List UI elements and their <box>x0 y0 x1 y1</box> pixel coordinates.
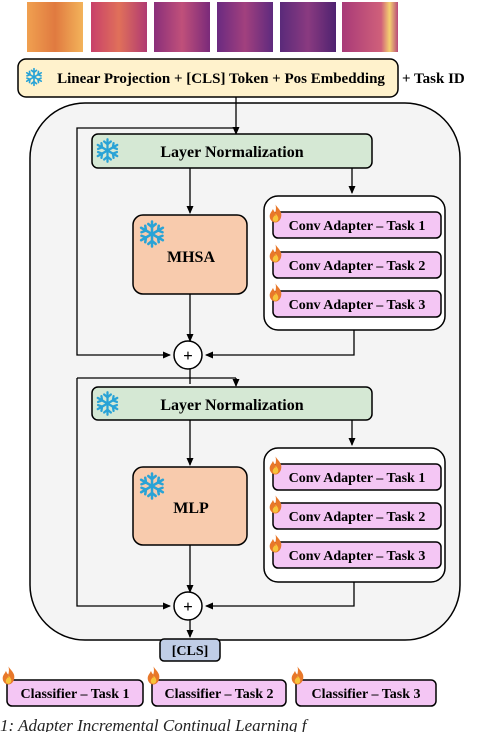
mlp-box <box>132 466 248 546</box>
figure-caption: 1: Adapter Incremental Continual Learnin… <box>0 716 307 732</box>
spectrogram-image <box>154 2 210 52</box>
conv-adapter-task-1-label: Conv Adapter – Task 1 <box>289 219 426 234</box>
residual-add-2 <box>173 591 203 621</box>
conv-adapter-task-3 <box>272 541 442 569</box>
conv-adapter-task-3 <box>272 290 442 318</box>
layer-norm-2-label: Layer Normalization <box>160 397 303 414</box>
linear-projection-box <box>17 58 399 98</box>
classifier-task-2-label: Classifier – Task 2 <box>164 687 273 702</box>
mhsa-box <box>132 214 248 295</box>
conv-adapter-task-2-label: Conv Adapter – Task 2 <box>289 259 426 274</box>
conv-adapter-task-1 <box>272 463 442 491</box>
task-id-label: + Task ID <box>402 71 465 87</box>
conv-adapter-task-3-label: Conv Adapter – Task 3 <box>289 298 426 313</box>
flame-icon <box>2 666 15 685</box>
connectors-block-1 <box>76 97 356 384</box>
classifier-task-1-label: Classifier – Task 1 <box>20 687 129 702</box>
mlp-label: MLP <box>173 500 209 517</box>
conv-adapter-task-3-label: Conv Adapter – Task 3 <box>289 549 426 564</box>
connectors-block-2 <box>76 377 356 638</box>
layer-norm-2-box <box>91 386 373 421</box>
conv-adapter-task-2 <box>272 502 442 530</box>
residual-add-2-symbol: + <box>183 597 193 616</box>
linear-projection-label: Linear Projection + [CLS] Token + Pos Em… <box>57 71 385 87</box>
spectrogram-image <box>280 2 336 52</box>
spectrogram-image <box>27 2 83 52</box>
residual-add-1-symbol: + <box>183 346 193 365</box>
layer-norm-1-box <box>91 133 373 169</box>
classifier-task-1 <box>6 679 144 707</box>
residual-add-1 <box>173 340 203 370</box>
classifier-task-2 <box>151 679 287 707</box>
spectrogram-strip <box>27 2 398 52</box>
spectrogram-image <box>91 2 147 52</box>
classifier-task-3-label: Classifier – Task 3 <box>311 687 420 702</box>
mhsa-label: MHSA <box>167 249 215 266</box>
classifier-task-3 <box>295 679 437 707</box>
flame-icon <box>291 666 304 685</box>
spectrogram-image <box>217 2 273 52</box>
cls-token-label: [CLS] <box>172 644 209 659</box>
cls-token-box <box>159 638 221 662</box>
flame-icon <box>147 666 160 685</box>
conv-adapter-task-1-label: Conv Adapter – Task 1 <box>289 471 426 486</box>
conv-adapter-task-1 <box>272 211 442 239</box>
layer-norm-1-label: Layer Normalization <box>160 144 303 161</box>
conv-adapter-task-2 <box>272 251 442 279</box>
spectrogram-image <box>342 2 398 52</box>
conv-adapter-task-2-label: Conv Adapter – Task 2 <box>289 510 426 525</box>
